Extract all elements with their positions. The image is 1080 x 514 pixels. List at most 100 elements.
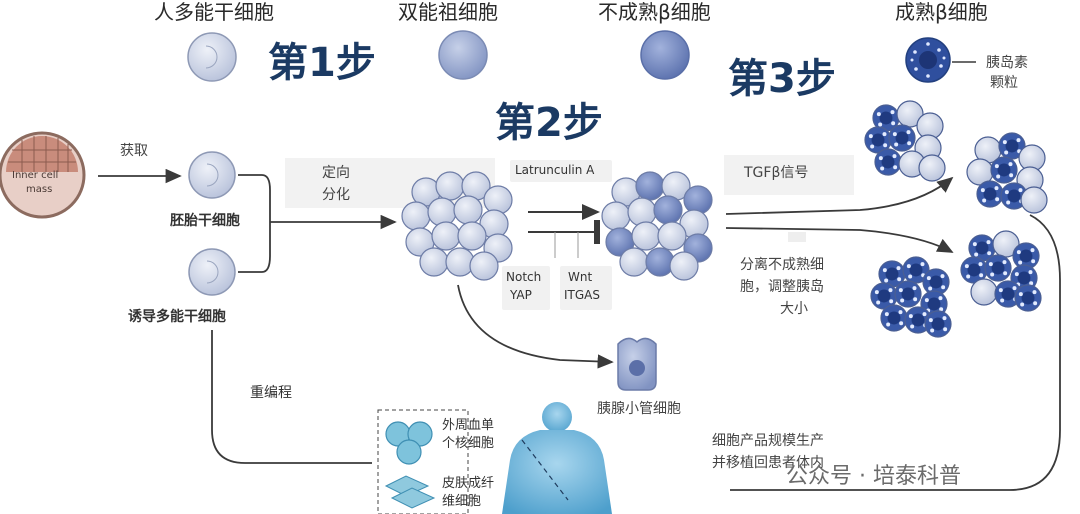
- granule: [998, 288, 1003, 293]
- label-mature-beta: 成熟β细胞: [895, 0, 988, 24]
- step-2: 第2步: [495, 100, 603, 146]
- step-1: 第1步: [268, 40, 376, 86]
- granule: [924, 298, 929, 303]
- stem-cell-top: [187, 32, 237, 82]
- granule: [974, 252, 979, 257]
- label-scale-1: 细胞产品规模生产: [712, 433, 824, 449]
- cell: [431, 221, 461, 251]
- label-directed-2: 分化: [322, 187, 350, 203]
- blastocyst: [0, 131, 86, 219]
- cell: [669, 251, 699, 281]
- granule: [876, 300, 881, 305]
- granule: [920, 262, 925, 267]
- bg-tab: [788, 232, 806, 242]
- pbmc-cells: [385, 421, 433, 465]
- label-yap: YAP: [510, 288, 532, 302]
- granule: [972, 242, 977, 247]
- granule: [994, 164, 999, 169]
- nucleus: [901, 287, 915, 301]
- granule: [943, 327, 948, 332]
- granule: [986, 240, 991, 245]
- cell: [992, 230, 1020, 258]
- cell: [419, 247, 449, 277]
- label-ipsc: 诱导多能干细胞: [128, 309, 226, 325]
- nucleus: [911, 313, 925, 327]
- granule: [888, 288, 893, 293]
- bg-panel-2: [724, 155, 854, 195]
- cell: [657, 221, 687, 251]
- nucleus: [1017, 271, 1031, 285]
- label-tgfb: TGFβ信号: [744, 165, 809, 181]
- islet-cluster-b: [960, 230, 1042, 312]
- granule: [926, 276, 931, 281]
- granule: [907, 141, 912, 146]
- label-separate-1: 分离不成熟细: [740, 257, 824, 273]
- islet-cluster-a: [870, 256, 952, 338]
- cell: [918, 154, 946, 182]
- mature-beta-cell: [905, 37, 951, 83]
- tgfb-arrow: [725, 176, 954, 215]
- granule: [996, 174, 1001, 179]
- cell: [1020, 186, 1048, 214]
- granule: [1016, 138, 1021, 143]
- granule: [1012, 286, 1017, 291]
- granule: [922, 312, 927, 317]
- label-es: 胚胎干细胞: [170, 213, 240, 229]
- granule: [908, 274, 913, 279]
- granule: [939, 307, 944, 312]
- granule: [928, 286, 933, 291]
- cell: [619, 247, 649, 277]
- granule: [1009, 173, 1014, 178]
- nucleus: [983, 187, 997, 201]
- nucleus: [1019, 249, 1033, 263]
- granule: [1030, 248, 1035, 253]
- granule: [930, 328, 935, 333]
- nucleus: [929, 275, 943, 289]
- granule: [898, 288, 903, 293]
- label-fibro-1: 皮肤成纤: [442, 476, 495, 491]
- nucleus: [967, 263, 981, 277]
- label-fibro-2: 维细胞: [442, 494, 482, 509]
- separate-arrow: [725, 227, 954, 253]
- granule: [896, 266, 901, 271]
- cell: [683, 185, 713, 215]
- granule: [908, 314, 913, 319]
- nucleus: [931, 317, 945, 331]
- granule: [1003, 271, 1008, 276]
- granule: [980, 188, 985, 193]
- granule: [878, 122, 883, 127]
- granule: [913, 297, 918, 302]
- granule: [1004, 150, 1009, 155]
- label-notch: Notch: [506, 270, 542, 284]
- label-icm-2: mass: [26, 184, 53, 195]
- granule: [966, 274, 971, 279]
- granule: [1008, 162, 1013, 167]
- mature-cluster-b: [966, 132, 1048, 214]
- cell: [970, 278, 998, 306]
- nucleus: [927, 297, 941, 311]
- granule: [1018, 292, 1023, 297]
- merge-arrow: [238, 174, 395, 273]
- granule: [878, 156, 883, 161]
- nucleus: [909, 263, 923, 277]
- granule: [1018, 260, 1023, 265]
- granule: [1029, 281, 1034, 286]
- granule: [900, 298, 905, 303]
- granule: [880, 166, 885, 171]
- cell: [453, 195, 483, 225]
- granule: [964, 264, 969, 269]
- granule: [990, 272, 995, 277]
- granule: [893, 165, 898, 170]
- cell: [469, 251, 499, 281]
- granule: [1031, 259, 1036, 264]
- nucleus: [879, 111, 893, 125]
- cell: [653, 195, 683, 225]
- progenitor-cluster: [401, 171, 513, 281]
- cell: [427, 197, 457, 227]
- nucleus: [871, 133, 885, 147]
- ipsc-cell: [188, 248, 236, 296]
- granule: [874, 290, 879, 295]
- label-scale-2: 并移植回患者体内: [712, 455, 824, 471]
- granule: [1000, 298, 1005, 303]
